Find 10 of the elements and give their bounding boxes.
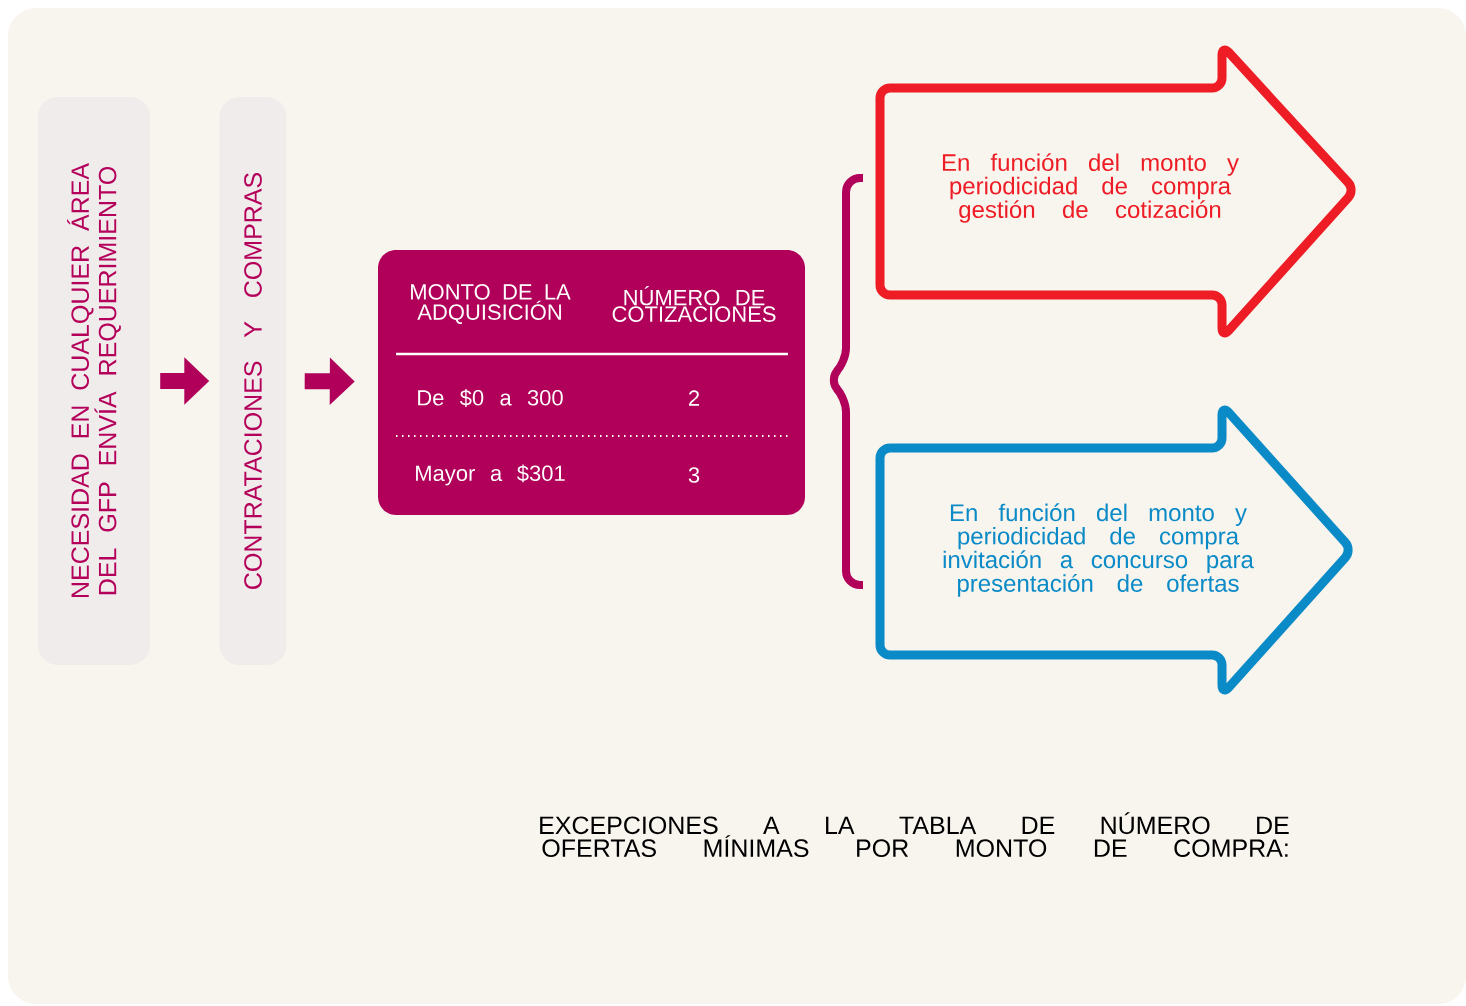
header-text: MONTO DE LA ADQUISICIÓN bbox=[411, 284, 571, 324]
value-text: De $0 a 300 bbox=[418, 389, 563, 407]
table-box bbox=[378, 250, 805, 515]
value-text: Mayor a $301 bbox=[416, 464, 565, 486]
note-text: EXCEPCIONES A LA TABLA DE NÚMERO DE OFERTAS MÍNIMAS POR MONTO DE COMPRA: bbox=[540, 812, 1289, 858]
process-box: NECESIDAD EN CUALQUIER ÁREA DEL GFP ENVÍA REQUERIMIENTO bbox=[38, 97, 150, 665]
header-text: NÚMERO DE COTIZACIONES bbox=[612, 286, 776, 322]
process-box: CONTRATACIONES Y COMPRAS bbox=[219, 97, 287, 665]
value-text: 2 bbox=[689, 390, 700, 406]
value-text: 3 bbox=[688, 467, 700, 483]
